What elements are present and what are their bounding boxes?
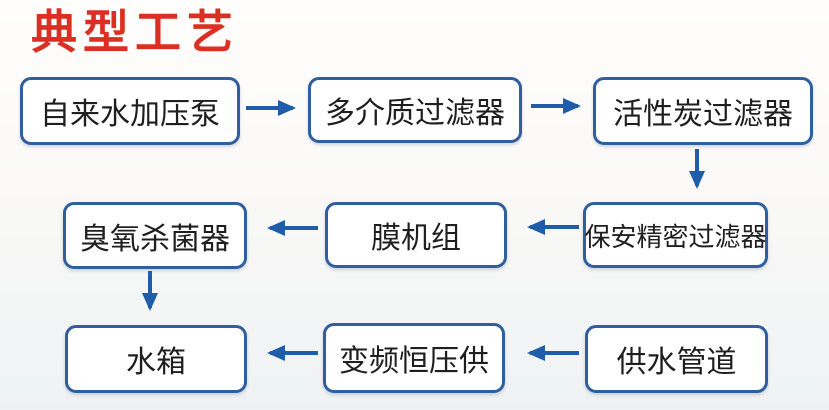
- flow-node-vfd-constant-pressure-supply: 变频恒压供: [323, 323, 505, 393]
- flow-node-multi-media-filter: 多介质过滤器: [308, 77, 522, 143]
- page-title: 典型工艺: [31, 6, 239, 58]
- flow-node-security-precision-filter: 保安精密过滤器: [583, 202, 768, 268]
- flow-node-activated-carbon-filter: 活性炭过滤器: [593, 77, 813, 145]
- flow-node-tap-water-booster-pump: 自来水加压泵: [20, 77, 240, 145]
- flow-node-water-tank: 水箱: [65, 325, 247, 393]
- flow-node-water-supply-pipeline: 供水管道: [585, 325, 768, 393]
- flow-node-membrane-unit: 膜机组: [325, 202, 507, 268]
- flow-node-ozone-sterilizer: 臭氧杀菌器: [63, 202, 247, 269]
